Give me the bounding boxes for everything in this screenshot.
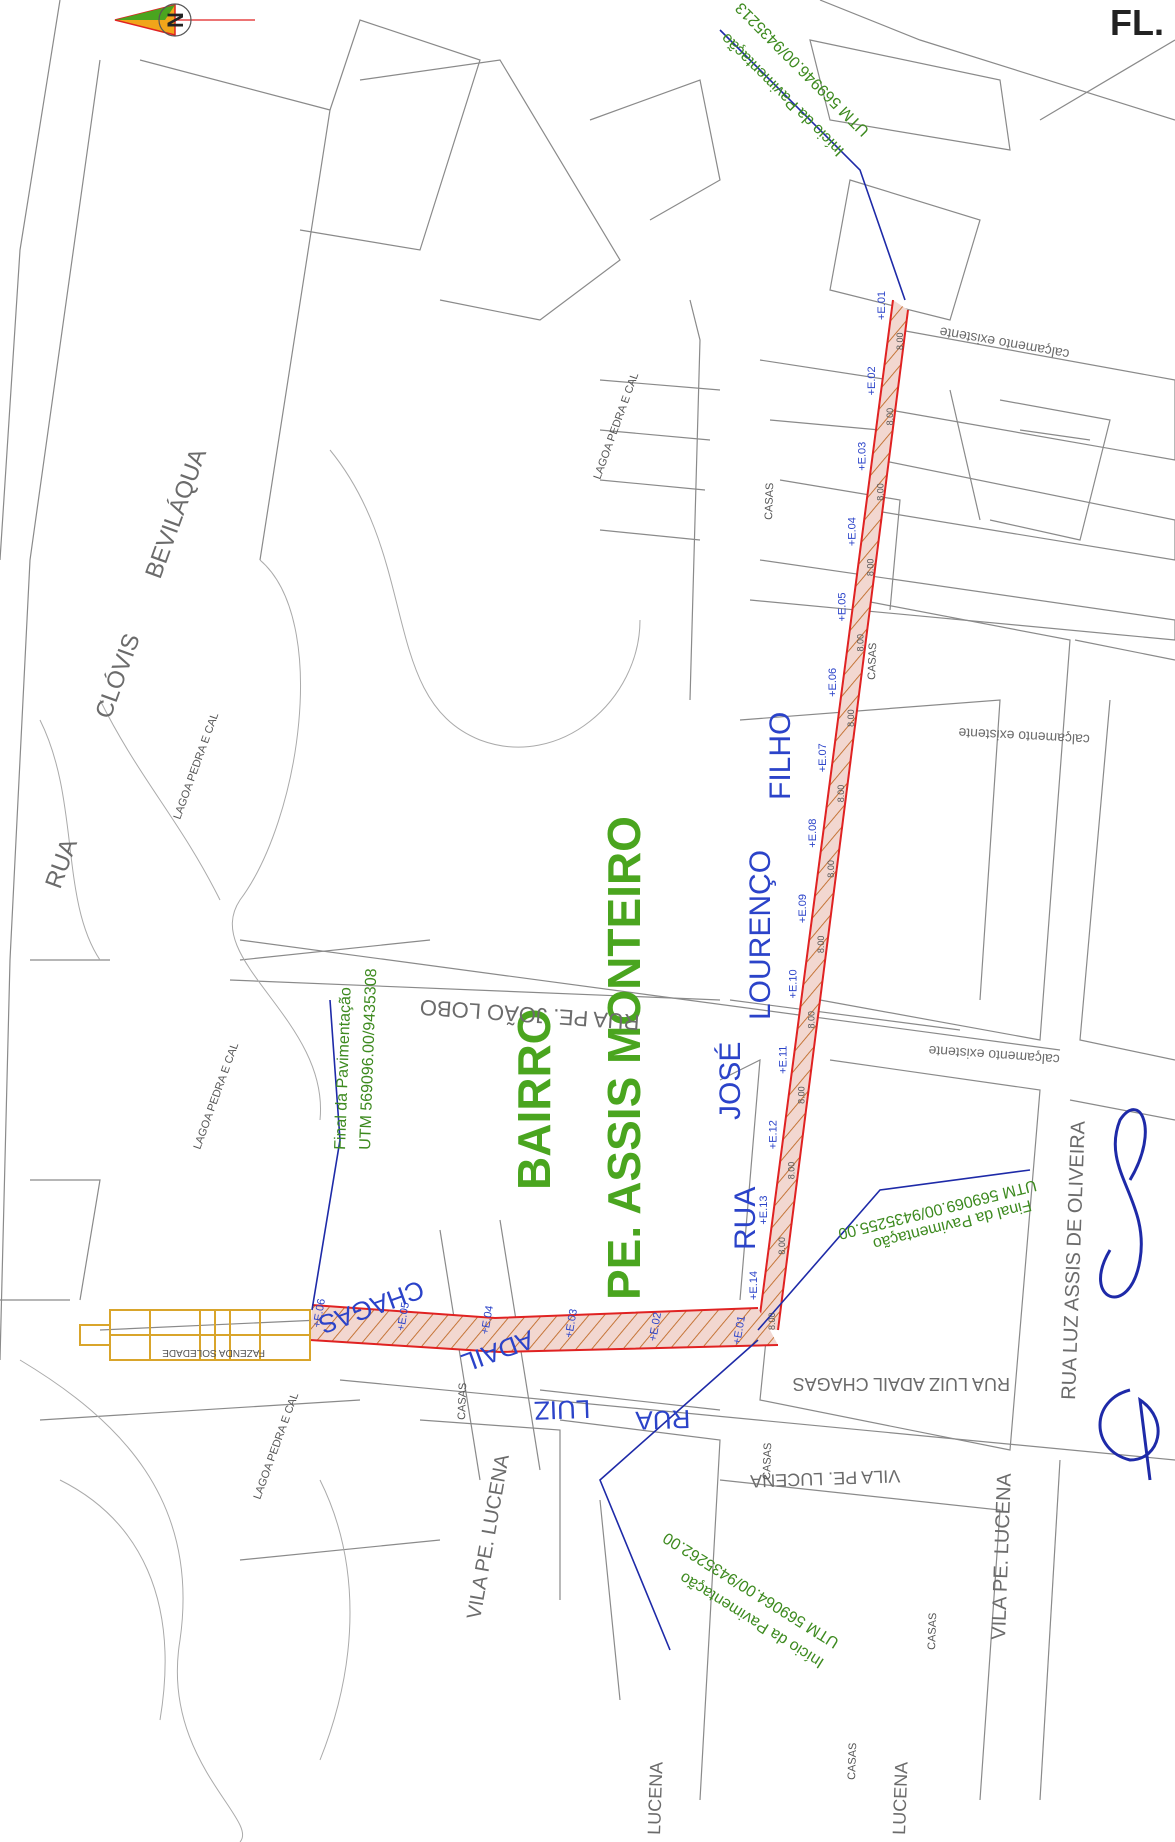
area-casas-2: CASAS: [866, 642, 879, 680]
street-clovis-1: RUA: [40, 835, 83, 892]
width-label-main-12: 8.00: [787, 1162, 797, 1180]
street-luiz-adail-2: LUIZ: [533, 1394, 590, 1426]
area-casas-1: CASAS: [763, 482, 776, 520]
page-number: FL.: [1110, 2, 1164, 43]
signature: [1098, 1108, 1160, 1481]
street-lucena-2: LUCENA: [889, 1761, 912, 1835]
width-label-main-9: 8.00: [816, 936, 826, 954]
area-calcamento-2: calçamento existente: [928, 1043, 1061, 1068]
width-label-main-4: 8.00: [865, 559, 875, 577]
station-branch-3: +E.03: [563, 1308, 580, 1339]
station-main-8: +E.08: [807, 819, 819, 848]
callout-final-left-label: Final da Pavimentação: [332, 987, 355, 1150]
street-clovis-3: BEVILÁQUA: [140, 445, 212, 582]
street-rua-jose-4: FILHO: [764, 712, 797, 800]
station-branch-5: +E.05: [395, 1301, 412, 1332]
stations-main: +E.01 8.00 +E.02 8.00 +E.03 8.00 +E.04 8.00 +E.0…: [748, 291, 905, 1330]
area-calcamento-1: calçamento existente: [958, 725, 1090, 748]
street-lucena-1: LUCENA: [644, 1761, 667, 1835]
station-branch-4: +E.04: [479, 1305, 496, 1336]
width-label-main-2: 8.00: [885, 408, 895, 426]
station-main-4: +E.04: [846, 517, 858, 546]
station-main-12: +E.12: [768, 1120, 780, 1149]
area-fazenda: FAZENDA SOLEDADE: [162, 1347, 265, 1358]
area-casas-4: CASAS: [761, 1442, 774, 1480]
width-label-main-14: 8.00: [767, 1312, 777, 1330]
callout-final-left-utm: UTM 569096.00/9435308: [357, 968, 380, 1150]
bairro-label-line2: PE. ASSIS MONTEIRO: [598, 816, 650, 1300]
area-lagoa-1: LAGOA PEDRA E CAL: [592, 371, 642, 481]
station-main-2: +E.02: [866, 366, 878, 395]
area-lagoa-2: LAGOA PEDRA E CAL: [172, 711, 222, 821]
station-branch-6: +E.06: [311, 1298, 328, 1329]
station-main-1: +E.01: [876, 291, 888, 320]
north-arrow-icon: N: [114, 3, 255, 37]
width-label-main-1: 8.00: [895, 332, 905, 350]
station-main-14: +E.14: [748, 1271, 760, 1300]
station-main-10: +E.10: [787, 969, 799, 998]
area-casas-3: CASAS: [456, 1382, 469, 1420]
street-luz-assis: RUA LUZ ASSIS DE OLIVEIRA: [1058, 1120, 1090, 1400]
station-main-7: +E.07: [817, 743, 829, 772]
callout-lines: [311, 29, 1031, 1651]
width-label-main-8: 8.00: [826, 860, 836, 878]
street-rua-jose-1: RUA: [729, 1187, 762, 1250]
station-main-3: +E.03: [856, 442, 868, 471]
station-main-9: +E.09: [797, 894, 809, 923]
street-luiz-adail-1: RUA: [634, 1404, 691, 1436]
bairro-label-line1: BAIRRO: [508, 1009, 560, 1190]
street-vila-lucena-1: VILA PE. LUCENA: [463, 1452, 514, 1621]
stations-branch: +E.01 +E.02 +E.03 +E.04 +E.05 +E.06: [311, 1298, 748, 1346]
area-lagoa-4: LAGOA PEDRA E CAL: [252, 1391, 302, 1501]
station-branch-1: +E.01: [731, 1315, 748, 1346]
area-lagoa-3: LAGOA PEDRA E CAL: [192, 1041, 242, 1151]
street-vila-lucena-2: VILA PE. LUCENA: [988, 1472, 1016, 1640]
paved-road-branch: [309, 1304, 779, 1354]
station-main-6: +E.06: [827, 668, 839, 697]
north-label: N: [163, 12, 188, 28]
street-luiz-adail-bottom: RUA LUIZ ADAIL CHAGAS: [793, 1374, 1010, 1394]
width-label-main-13: 8.00: [777, 1237, 787, 1255]
paved-road-main: [757, 299, 909, 1331]
station-main-13: +E.13: [758, 1196, 770, 1225]
area-calcamento-3: calçamento existente: [938, 324, 1071, 363]
area-casas-6: CASAS: [846, 1742, 859, 1780]
lagoon-contours: [19, 449, 641, 1842]
width-label-main-10: 8.00: [806, 1011, 816, 1029]
station-main-5: +E.05: [837, 592, 849, 621]
width-label-main-7: 8.00: [836, 785, 846, 803]
width-label-main-11: 8.00: [797, 1086, 807, 1104]
street-rua-jose-2: JOSÉ: [714, 1042, 747, 1120]
width-label-main-3: 8.00: [875, 483, 885, 501]
street-rua-jose-3: LOURENÇO: [744, 850, 777, 1020]
street-clovis-2: CLÓVIS: [90, 630, 145, 722]
station-branch-2: +E.02: [647, 1311, 664, 1342]
area-casas-5: CASAS: [926, 1612, 939, 1650]
block-outlines: [0, 0, 1175, 1801]
width-label-main-5: 8.00: [856, 634, 866, 652]
width-label-main-6: 8.00: [846, 709, 856, 727]
building-structure: [79, 1309, 311, 1361]
station-main-11: +E.11: [778, 1046, 790, 1074]
